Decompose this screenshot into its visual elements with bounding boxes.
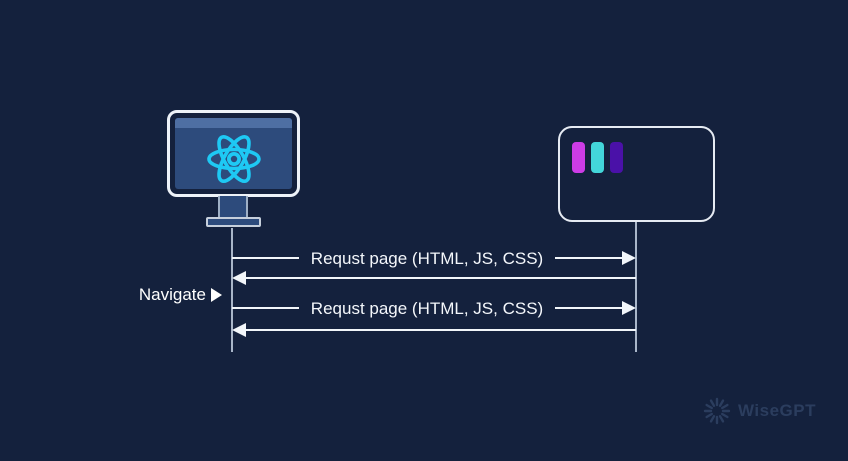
- arrowhead-left-icon: [232, 323, 246, 337]
- message-request-1: Requst page (HTML, JS, CSS): [232, 245, 637, 271]
- browser-topbar: [175, 118, 292, 128]
- message-label: Requst page (HTML, JS, CSS): [310, 248, 544, 268]
- navigate-pointer-icon: [211, 288, 222, 302]
- monitor-stand: [218, 196, 248, 218]
- server-bar-1: [572, 142, 585, 173]
- message-label: Requst page (HTML, JS, CSS): [310, 298, 544, 318]
- monitor-screen: [175, 118, 292, 189]
- server-icon: [558, 126, 715, 222]
- arrowhead-right-icon: [622, 251, 637, 265]
- react-logo-icon: [175, 128, 292, 189]
- navigate-label: Navigate: [105, 284, 222, 306]
- message-response-1: [232, 271, 636, 285]
- server-bar-2: [591, 142, 604, 173]
- message-response-2: [232, 323, 636, 337]
- wisegpt-logo-icon: [703, 397, 731, 425]
- arrowhead-right-icon: [622, 301, 637, 315]
- brand-watermark: WiseGPT: [702, 396, 816, 426]
- monitor-base: [206, 217, 261, 227]
- message-request-2: Requst page (HTML, JS, CSS): [232, 295, 637, 321]
- server-lifeline: [635, 222, 637, 352]
- client-monitor: [167, 110, 300, 197]
- arrowhead-left-icon: [232, 271, 246, 285]
- client-lifeline: [231, 228, 233, 352]
- server-bar-3: [610, 142, 623, 173]
- watermark-text: WiseGPT: [738, 401, 816, 420]
